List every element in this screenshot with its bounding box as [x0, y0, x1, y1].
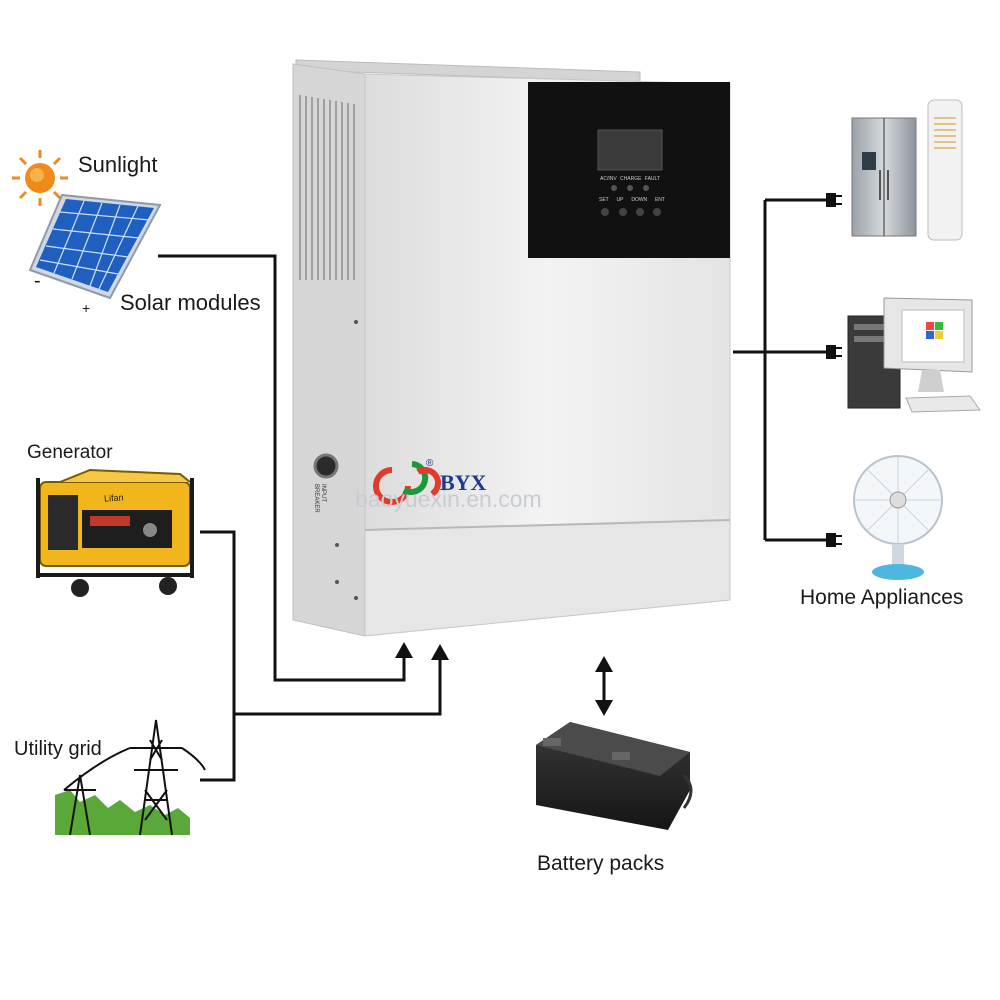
- input-breaker-label: INPUT BREAKER: [313, 484, 326, 513]
- solar-panel-icon: [28, 193, 162, 300]
- electric-fan-icon: [853, 455, 943, 580]
- fridge-icon: [851, 117, 917, 237]
- indicator-label: FAULT: [644, 176, 660, 182]
- battery-icon: [536, 722, 693, 830]
- solar-minus-label: -: [34, 270, 41, 292]
- connection-lines: [158, 198, 830, 782]
- solar-plus-label: +: [82, 300, 91, 316]
- inverter-brand-mark: ®: [426, 458, 434, 469]
- lcd-screen: [597, 129, 663, 171]
- indicator-labels: AC/INV CHARGE FAULT: [600, 176, 660, 182]
- inverter-front-lower: [364, 519, 731, 637]
- battery-arrow-up-head: [595, 656, 613, 672]
- grid-arrow-head: [431, 644, 449, 660]
- inverter-brand: BYX: [440, 470, 487, 495]
- arrow-heads: [395, 642, 613, 716]
- plug-icons: [826, 193, 842, 547]
- byx-logo-mark: [373, 461, 441, 505]
- button-label-ent: ENT: [654, 197, 665, 203]
- indicator-label: AC/INV: [600, 176, 617, 182]
- solar-arrow-head: [395, 642, 413, 658]
- sun-icon: [12, 150, 68, 206]
- watermark-text: baoyuexin.en.com: [355, 486, 542, 512]
- indicator-label: CHARGE: [620, 176, 642, 182]
- solar-modules-label: Solar modules: [120, 290, 261, 315]
- inverter-seam: [364, 519, 731, 531]
- sunlight-label: Sunlight: [78, 152, 158, 177]
- solar-to-inverter-line: [158, 254, 406, 682]
- utility-grid-icon: [55, 719, 206, 836]
- generator-line: [200, 530, 236, 782]
- appliance-bus-line: [733, 198, 830, 542]
- grid-to-inverter-line: [234, 660, 442, 716]
- indicator-leds: [611, 185, 649, 191]
- home-appliances-label: Home Appliances: [800, 586, 964, 609]
- air-conditioner-tower-icon: [927, 99, 963, 241]
- button-label-down: DOWN: [631, 197, 648, 203]
- computer-icon: [847, 297, 981, 413]
- button-label-set: SET: [599, 197, 609, 203]
- button-labels: SET UP DOWN ENT: [599, 197, 665, 203]
- utility-grid-label: Utility grid: [14, 738, 102, 760]
- generator-icon: [36, 468, 194, 597]
- inverter-unit: [292, 59, 731, 637]
- panel-buttons: [601, 208, 661, 216]
- button-label-up: UP: [616, 197, 624, 203]
- inverter-vent-slots: [299, 95, 355, 280]
- generator-label: Generator: [27, 442, 113, 463]
- battery-arrow-down-head: [595, 700, 613, 716]
- generator-brand-label: Lifan: [103, 492, 124, 504]
- input-breaker-knob: [313, 453, 339, 479]
- battery-packs-label: Battery packs: [537, 852, 665, 875]
- screw-holes: [335, 320, 358, 600]
